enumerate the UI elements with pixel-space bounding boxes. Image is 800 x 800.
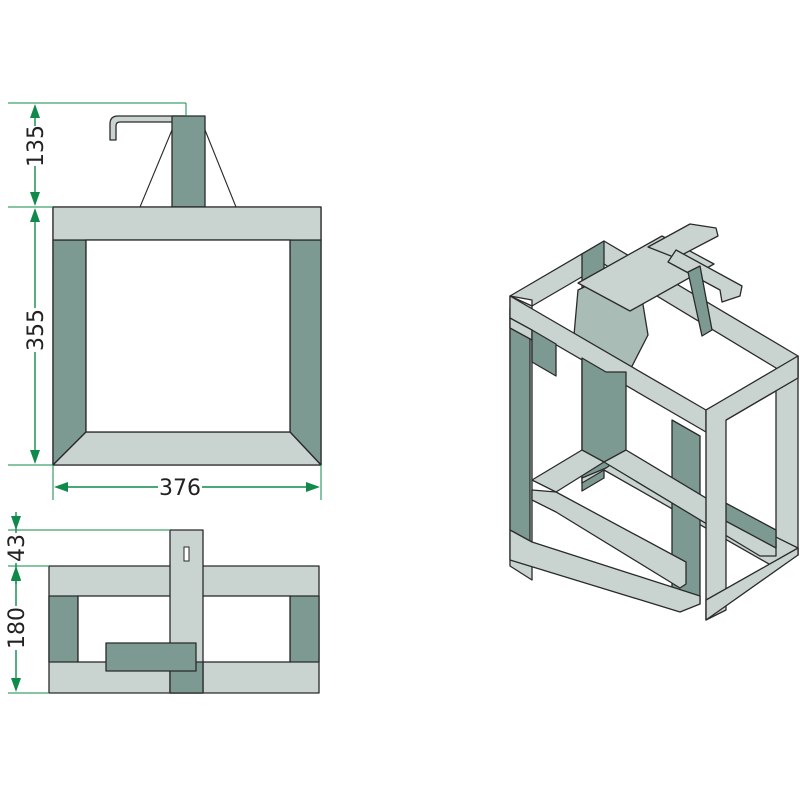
dim-135-bg	[22, 126, 48, 166]
front-frame-bottom-bar	[52, 431, 322, 466]
front-frame-top-bar	[52, 206, 322, 241]
dim-label-135: 135	[24, 125, 49, 167]
arrow-135-bottom	[30, 192, 40, 206]
top-frame-right-end	[289, 595, 320, 663]
dim-180-bg	[4, 606, 28, 650]
bracket-slot	[183, 546, 190, 562]
dim-label-355: 355	[24, 309, 49, 351]
arrow-180-top	[11, 567, 21, 581]
arrow-376-right	[306, 482, 320, 492]
dim-355-bg	[22, 308, 48, 352]
front-view	[52, 115, 322, 466]
isometric-view	[509, 223, 799, 621]
arrow-135-top	[30, 104, 40, 118]
top-hook	[105, 642, 197, 672]
front-frame-left-bar	[52, 239, 87, 466]
arrow-355-bottom	[30, 450, 40, 464]
dim-376-bg	[158, 476, 202, 498]
iso-front-left-post	[509, 307, 531, 543]
dim-label-43: 43	[5, 534, 30, 562]
dim-label-376: 376	[159, 476, 201, 501]
arrow-376-left	[54, 482, 68, 492]
support-wire-right	[204, 129, 237, 208]
top-frame-left-end	[48, 595, 79, 663]
iso-bracket-rod	[687, 265, 713, 337]
front-frame-opening	[85, 239, 291, 433]
support-wire-left	[139, 129, 173, 208]
iso-bottom-rail-mid	[531, 489, 687, 589]
bracket-post	[171, 115, 206, 208]
arrow-43-top	[11, 516, 21, 530]
iso-inner-strut-a	[531, 329, 557, 377]
dim-label-180: 180	[5, 607, 30, 649]
top-view	[48, 529, 320, 694]
top-dimensions: 43 180	[4, 512, 170, 694]
arrow-180-bottom	[11, 678, 21, 692]
front-frame-right-bar	[289, 239, 322, 466]
iso-front-bottom-rail	[509, 529, 701, 613]
arrow-355-top	[30, 208, 40, 222]
dim-43-bg	[4, 533, 28, 563]
front-dimensions: 135 355 376	[8, 102, 322, 501]
iso-hook-arm	[667, 249, 743, 303]
